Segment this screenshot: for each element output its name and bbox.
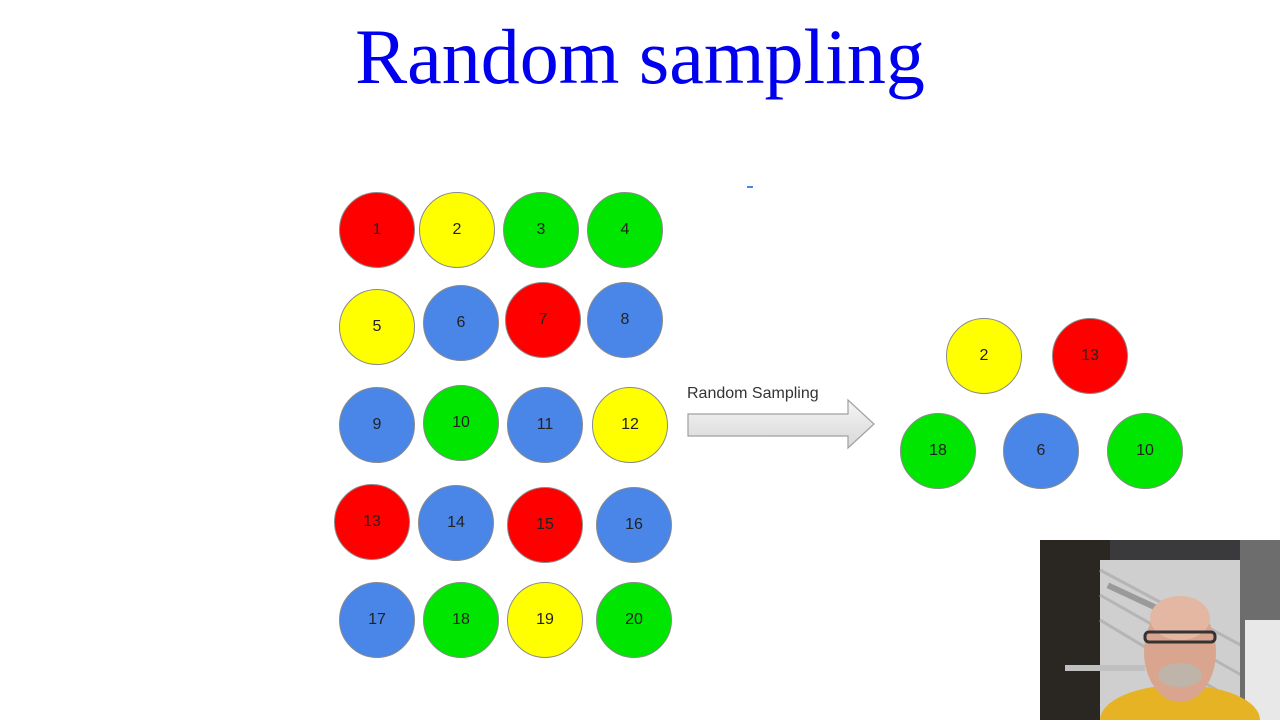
- arrow-label: Random Sampling: [687, 385, 819, 402]
- population-ball: 4: [587, 192, 663, 268]
- population-ball: 2: [419, 192, 495, 268]
- presenter-webcam: [1040, 540, 1280, 720]
- population-ball: 11: [507, 387, 583, 463]
- population-ball: 19: [507, 582, 583, 658]
- stray-mark: [747, 186, 753, 188]
- sample-ball: 10: [1107, 413, 1183, 489]
- sample-ball: 13: [1052, 318, 1128, 394]
- population-ball: 15: [507, 487, 583, 563]
- population-ball: 16: [596, 487, 672, 563]
- population-ball: 8: [587, 282, 663, 358]
- population-ball: 1: [339, 192, 415, 268]
- population-ball: 5: [339, 289, 415, 365]
- right-arrow-icon: [687, 398, 875, 450]
- population-ball: 13: [334, 484, 410, 560]
- slide-title: Random sampling: [355, 13, 925, 100]
- population-ball: 6: [423, 285, 499, 361]
- population-ball: 10: [423, 385, 499, 461]
- population-ball: 3: [503, 192, 579, 268]
- sample-ball: 18: [900, 413, 976, 489]
- population-ball: 7: [505, 282, 581, 358]
- sample-ball: 6: [1003, 413, 1079, 489]
- population-ball: 18: [423, 582, 499, 658]
- population-ball: 14: [418, 485, 494, 561]
- population-ball: 20: [596, 582, 672, 658]
- population-ball: 12: [592, 387, 668, 463]
- population-ball: 17: [339, 582, 415, 658]
- population-ball: 9: [339, 387, 415, 463]
- sample-ball: 2: [946, 318, 1022, 394]
